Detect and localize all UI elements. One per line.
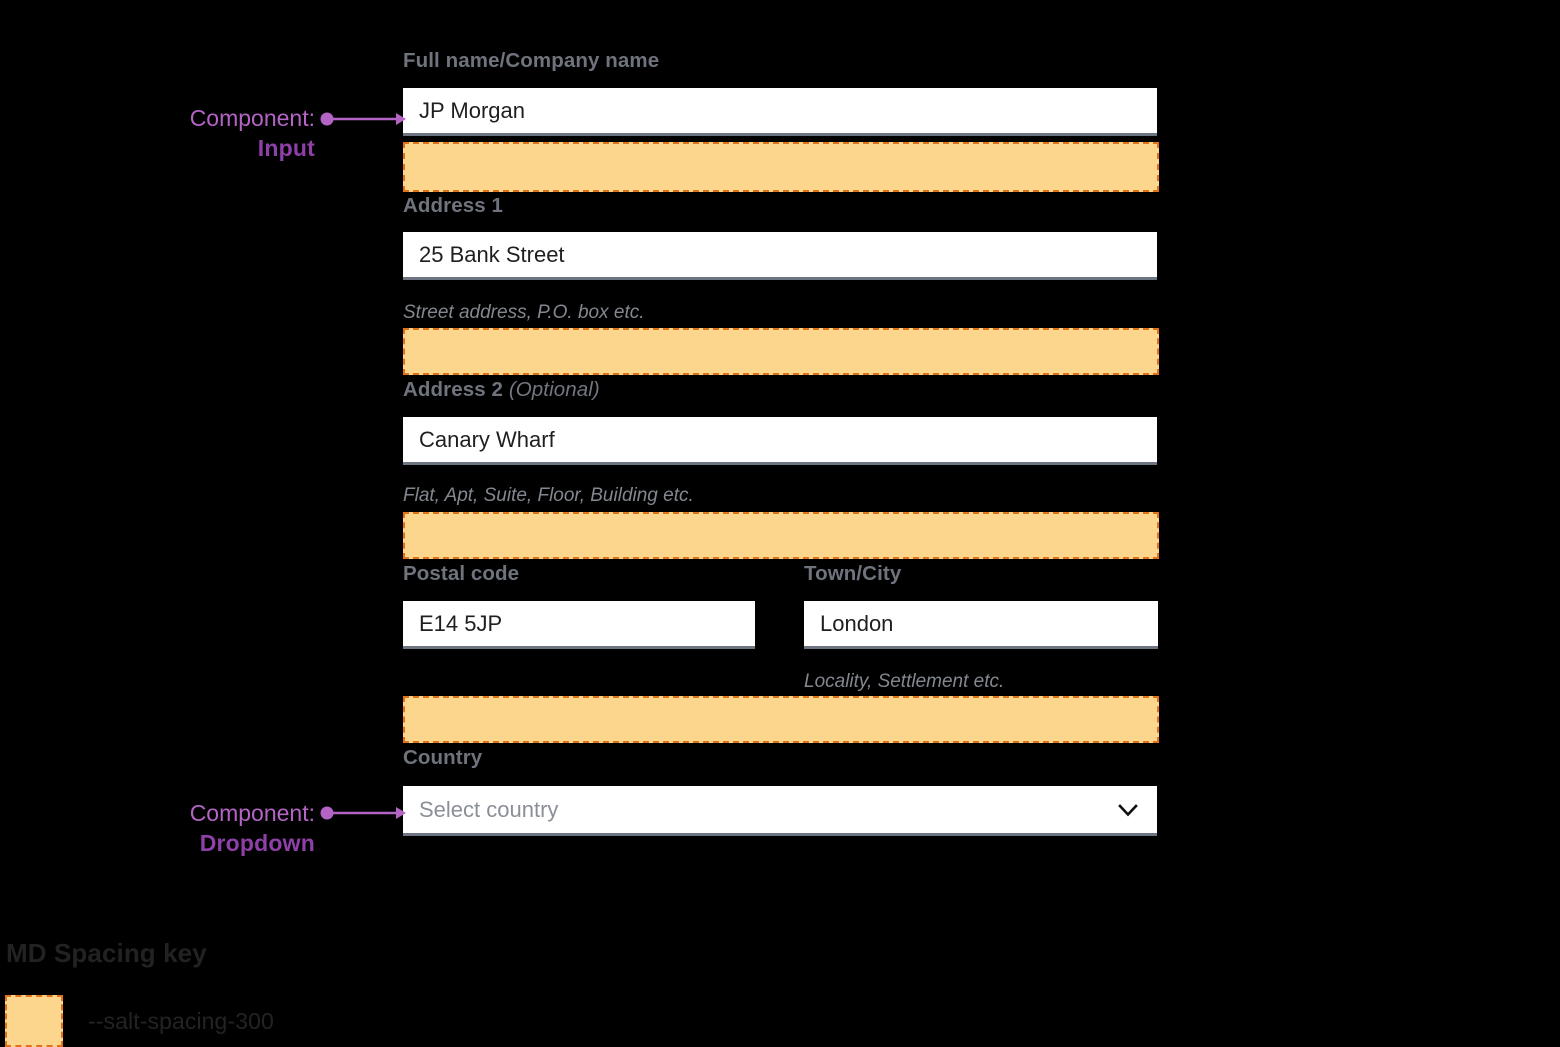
address-form: Full name/Company name JP Morgan Address…	[403, 0, 1159, 880]
annotation-dropdown-arrow	[320, 806, 406, 820]
field-address-1-label-wrap: Address 1	[403, 193, 1159, 219]
input-address-2[interactable]: Canary Wharf	[403, 417, 1157, 465]
input-address-2-value: Canary Wharf	[419, 426, 555, 452]
field-label-postal-code: Postal code	[403, 562, 520, 585]
field-label-full-name: Full name/Company name	[403, 49, 660, 72]
spacing-key-token-label: --salt-spacing-300	[88, 1008, 274, 1034]
helper-address-2-wrap: Flat, Apt, Suite, Floor, Building etc.	[403, 483, 1159, 508]
annotation-dropdown-name: Dropdown	[199, 830, 315, 856]
helper-text-address-2: Flat, Apt, Suite, Floor, Building etc.	[403, 485, 694, 506]
input-address-1-value: 25 Bank Street	[419, 241, 565, 267]
annotation-input-arrow	[320, 112, 406, 126]
input-full-name-value: JP Morgan	[419, 97, 525, 123]
spacing-token-swatch	[403, 142, 1159, 192]
input-full-name[interactable]: JP Morgan	[403, 88, 1157, 136]
field-label-address-1: Address 1	[403, 194, 504, 217]
field-label-address-2: Address 2 (Optional)	[403, 378, 600, 401]
helper-text-town-city: Locality, Settlement etc.	[804, 671, 1005, 692]
dropdown-country[interactable]: Select country	[403, 786, 1157, 836]
chevron-down-icon[interactable]	[1115, 797, 1141, 823]
field-full-name-label-wrap: Full name/Company name	[403, 48, 1159, 74]
helper-address-1-wrap: Street address, P.O. box etc.	[403, 300, 1159, 325]
helper-town-city-wrap: Locality, Settlement etc.	[804, 669, 1160, 694]
field-address-2-label-wrap: Address 2 (Optional)	[403, 377, 1159, 403]
annotation-dropdown-prefix: Component:	[189, 800, 315, 826]
annotation-dropdown: Component: Dropdown	[30, 798, 315, 858]
input-town-city[interactable]: London	[804, 601, 1158, 649]
spacing-key-swatch	[5, 995, 63, 1047]
field-country-label-wrap: Country	[403, 745, 1159, 771]
input-postal-code[interactable]: E14 5JP	[403, 601, 755, 649]
field-label-country: Country	[403, 746, 483, 769]
dropdown-country-placeholder: Select country	[419, 796, 559, 822]
input-postal-code-value: E14 5JP	[419, 610, 503, 636]
annotation-input: Component: Input	[60, 103, 315, 163]
spacing-token-swatch	[403, 696, 1159, 743]
field-label-town-city: Town/City	[804, 562, 902, 585]
field-label-address-2-optional: (Optional)	[508, 378, 600, 401]
spacing-key-title: MD Spacing key	[6, 938, 207, 968]
annotation-input-prefix: Component:	[189, 105, 315, 131]
input-address-1[interactable]: 25 Bank Street	[403, 232, 1157, 280]
helper-text-address-1: Street address, P.O. box etc.	[403, 302, 645, 323]
input-town-city-value: London	[820, 610, 894, 636]
spacing-token-swatch	[403, 512, 1159, 559]
annotation-input-name: Input	[257, 135, 315, 161]
field-postal-code-label-wrap: Postal code	[403, 561, 1159, 587]
field-town-city-label-wrap: Town/City	[804, 561, 1160, 587]
spacing-token-swatch	[403, 328, 1159, 375]
